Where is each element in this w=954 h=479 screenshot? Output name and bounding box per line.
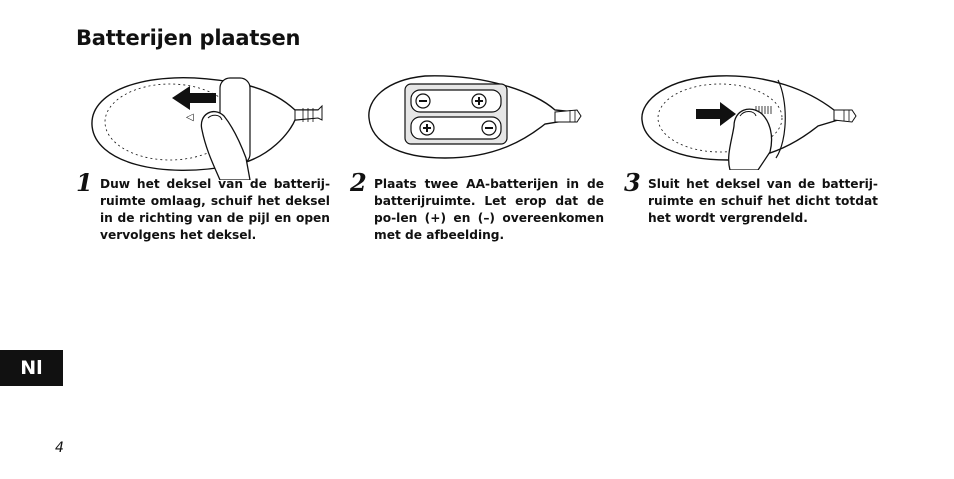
arrow-right-icon: [696, 102, 736, 126]
battery-icon: [410, 89, 502, 113]
svg-text:◁: ◁: [186, 112, 194, 123]
page-number: 4: [55, 440, 64, 456]
illustration-open-cover: ◁: [90, 70, 330, 180]
step-text: Plaats twee AA-batterijen in de batterij…: [374, 177, 604, 242]
step-text: Sluit het deksel van de batterij-ruimte …: [648, 177, 878, 225]
illustration-close-cover: [638, 70, 863, 170]
step-number: 3: [624, 168, 641, 197]
step-number: 2: [350, 168, 367, 197]
step-text: Duw het deksel van de batterij-ruimte om…: [100, 177, 330, 242]
arrow-left-icon: [172, 86, 216, 110]
hand-icon: [728, 108, 773, 170]
battery-icon: [410, 116, 502, 140]
illustration-insert-batteries: [365, 70, 595, 165]
page-title: Batterijen plaatsen: [76, 26, 301, 50]
step-number: 1: [76, 168, 93, 197]
hand-icon: [200, 111, 251, 180]
language-tab: Nl: [0, 350, 63, 386]
